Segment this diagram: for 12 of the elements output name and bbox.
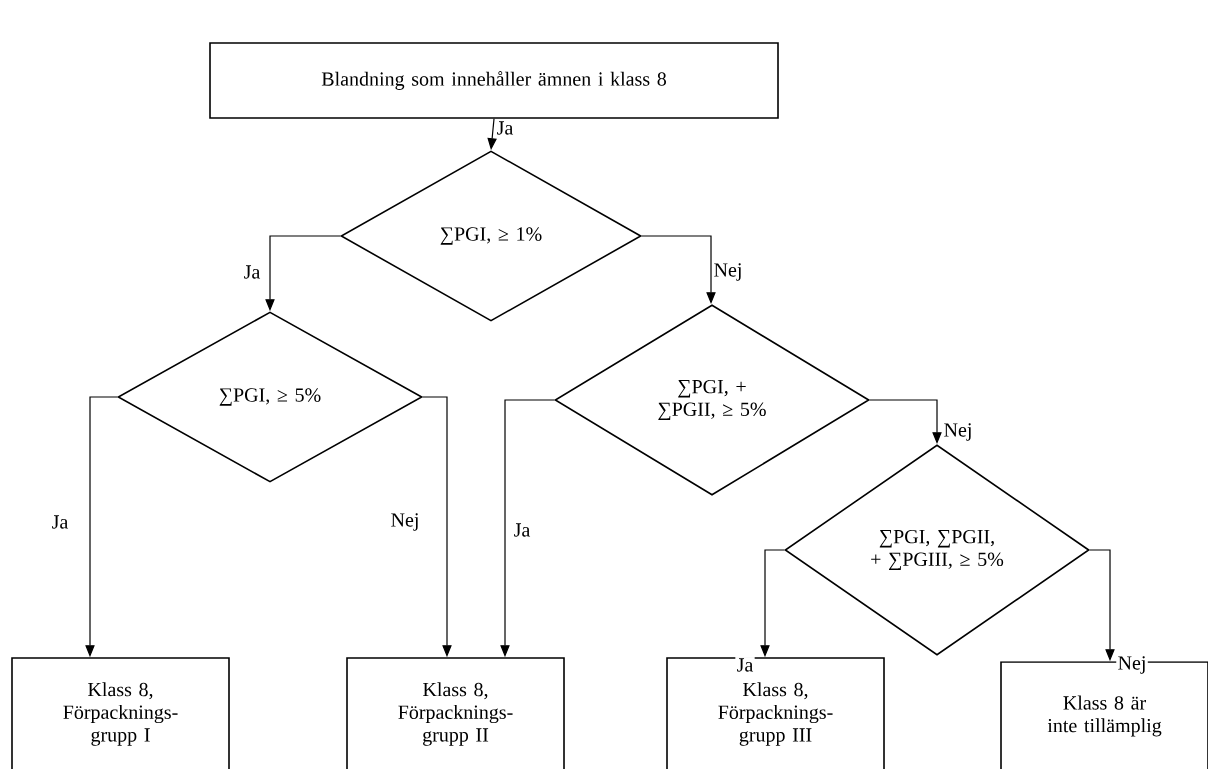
edge-label: Ja bbox=[512, 522, 532, 538]
edge-label: Nej bbox=[942, 421, 974, 443]
edge-label: Nej bbox=[389, 511, 421, 533]
edge-label: Nej bbox=[1116, 654, 1148, 676]
process-box: Klass 8, Förpacknings-grupp II bbox=[346, 657, 565, 769]
process-box: Klass 8, Förpacknings-grupp I bbox=[11, 657, 230, 769]
edge-label: Ja bbox=[735, 657, 755, 673]
edge-label: Ja bbox=[50, 514, 70, 530]
edge-label: Ja bbox=[242, 264, 262, 280]
process-box: Blandning som innehåller ämnen i klass 8 bbox=[209, 42, 779, 119]
edge-label: Ja bbox=[495, 120, 515, 136]
edge-label: Nej bbox=[712, 261, 744, 283]
